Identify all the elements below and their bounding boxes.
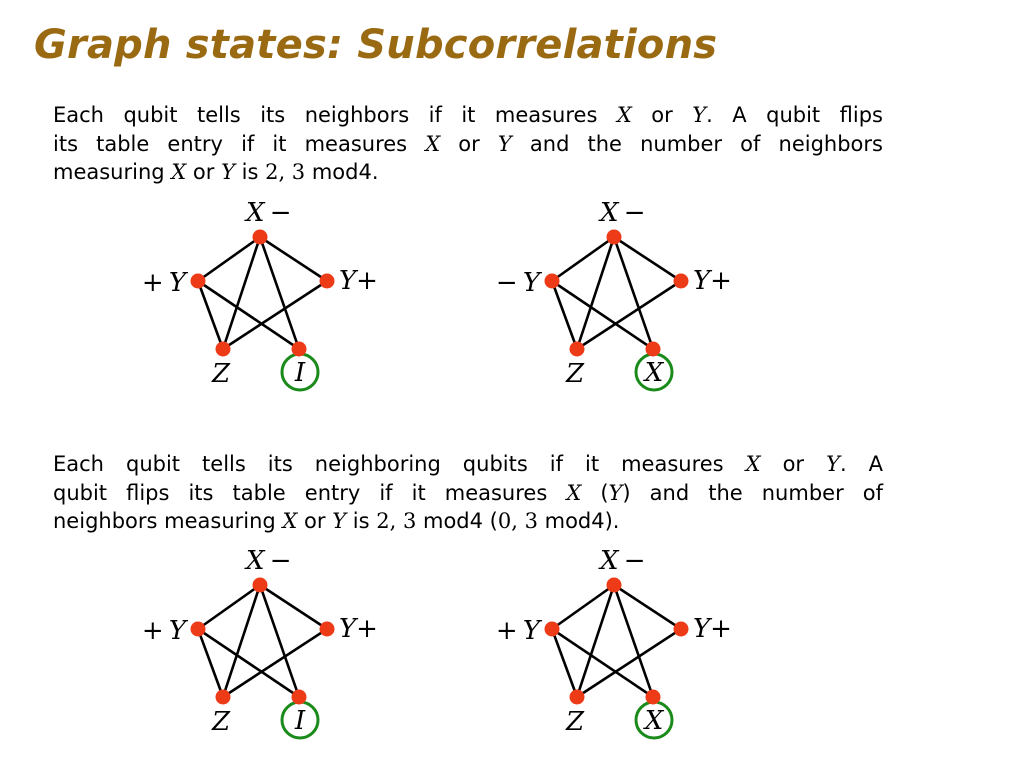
vertex-label-right: Y+ [693, 614, 732, 644]
graph-vertex-right [673, 273, 689, 289]
graph-edge [575, 236, 616, 350]
vertex-label-bottom-left: Z [211, 707, 231, 737]
graph-vertex-bottom-right [645, 341, 661, 357]
graph-edge [197, 279, 300, 351]
graph-edge [551, 627, 654, 699]
graph-edge [222, 627, 328, 699]
graph-vertex-left [544, 273, 560, 289]
vertex-label-right: Y+ [339, 266, 378, 296]
paragraph-1-line-3: measuring X or Y is 2, 3 mod4. [53, 160, 379, 184]
vertex-label-bottom-right: I [294, 706, 306, 736]
vertex-label-top: X − [598, 546, 646, 576]
paragraph-2: Each qubit tells its neighboring qubits … [53, 450, 883, 536]
graph-edge [575, 584, 616, 698]
vertex-label-top: X − [244, 546, 292, 576]
graph-vertex-right [673, 621, 689, 637]
paragraph-2-line-1: Each qubit tells its neighboring qubits … [53, 452, 883, 476]
slide-title: Graph states: Subcorrelations [34, 22, 718, 68]
graph-vertex-left [190, 273, 206, 289]
vertex-label-bottom-right: X [643, 706, 665, 736]
vertex-label-bottom-left: Z [211, 359, 231, 389]
graph-edge [259, 235, 328, 283]
graph-edge [197, 583, 261, 631]
graph-vertex-bottom-left [215, 341, 231, 357]
vertex-label-bottom-left: Z [565, 359, 585, 389]
graph-vertex-top [606, 577, 622, 593]
graph-vertex-top [252, 577, 268, 593]
vertex-label-bottom-right: X [643, 358, 665, 388]
graph-vertex-right [319, 273, 335, 289]
graph-edge [551, 235, 615, 283]
graph-edge [613, 583, 682, 631]
graph-edge [258, 584, 301, 698]
graph-edge [259, 583, 328, 631]
graph-3: X − + Y Y+ Z I [142, 546, 378, 740]
vertex-label-bottom-right: I [294, 358, 306, 388]
vertex-label-left: + Y [142, 268, 189, 298]
graph-vertex-left [190, 621, 206, 637]
graph-edge [576, 627, 682, 699]
graph-edge [612, 236, 655, 350]
graph-edge [221, 236, 262, 350]
graph-edge [612, 584, 655, 698]
graph-vertex-bottom-right [645, 689, 661, 705]
graph-edge [551, 583, 615, 631]
graph-vertex-bottom-right [291, 341, 307, 357]
graph-edge [221, 584, 262, 698]
graph-edge [197, 235, 261, 283]
graph-edge [258, 236, 301, 350]
graph-4: X − + Y Y+ Z X [496, 546, 732, 740]
vertex-label-bottom-left: Z [565, 707, 585, 737]
paragraph-1-line-2: its table entry if it measures X or Y an… [53, 131, 883, 156]
graph-edge [197, 627, 300, 699]
graph-edge [222, 279, 328, 351]
vertex-label-top: X − [244, 198, 292, 228]
paragraph-2-line-3: neighbors measuring X or Y is 2, 3 mod4 … [53, 509, 620, 533]
graph-vertex-left [544, 621, 560, 637]
graph-edge [576, 279, 682, 351]
paragraph-1-line-1: Each qubit tells its neighbors if it mea… [53, 103, 883, 127]
graph-vertex-bottom-left [569, 341, 585, 357]
graph-vertex-bottom-left [215, 689, 231, 705]
graph-edge [550, 280, 579, 350]
graph-edge [550, 628, 579, 698]
vertex-label-left: + Y [142, 616, 189, 646]
graph-vertex-bottom-left [569, 689, 585, 705]
vertex-label-right: Y+ [339, 614, 378, 644]
graph-vertex-top [606, 229, 622, 245]
vertex-label-left: + Y [496, 616, 543, 646]
graph-edge [196, 628, 225, 698]
vertex-label-left: − Y [496, 268, 543, 298]
graph-vertex-bottom-right [291, 689, 307, 705]
graph-edge [551, 279, 654, 351]
paragraph-2-line-2: qubit flips its table entry if it measur… [53, 480, 883, 505]
graph-vertex-top [252, 229, 268, 245]
graph-1: X − + Y Y+ Z I [142, 198, 378, 392]
paragraph-1: Each qubit tells its neighbors if it mea… [53, 101, 883, 187]
graph-2: X − − Y Y+ Z X [496, 198, 732, 392]
graph-vertex-right [319, 621, 335, 637]
graph-edge [196, 280, 225, 350]
vertex-label-right: Y+ [693, 266, 732, 296]
vertex-label-top: X − [598, 198, 646, 228]
graph-edge [613, 235, 682, 283]
